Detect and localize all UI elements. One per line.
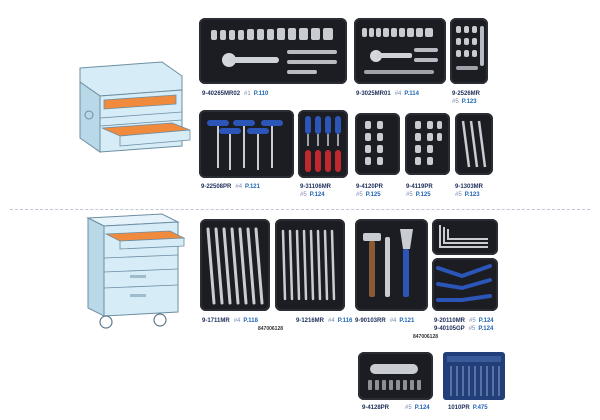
tray-hex-keys: [432, 219, 498, 255]
tray-combination-wrenches-2: [275, 219, 345, 311]
item-code: 9-4119PR: [406, 184, 433, 190]
tool-roll-pouch: [443, 352, 505, 400]
tray-hammer-pliers: [355, 219, 428, 311]
item-code: 9-1303MR: [455, 184, 484, 190]
tray-bit-socket-set-2: [405, 113, 450, 175]
tray-combination-wrenches: [200, 219, 270, 311]
section-divider: [10, 209, 590, 210]
tray-bit-driver: [358, 352, 433, 400]
tray-t-handle-hex-keys: [199, 110, 294, 178]
tray-bit-socket-set-1: [355, 113, 400, 175]
barcode-number: 847006128: [413, 334, 439, 340]
tray-wrench-set-small: [455, 113, 493, 175]
item-code: 9-2526MR: [452, 91, 481, 97]
tray-socket-set-large: [199, 18, 347, 84]
tray-socket-set-small: [450, 18, 488, 84]
barcode-number: 847006128: [258, 326, 284, 332]
item-code: 9-4120PR: [356, 184, 384, 190]
tool-chest-illustration: [72, 60, 192, 160]
tray-screwdrivers: [298, 110, 348, 178]
roller-cabinet-illustration: [82, 212, 187, 332]
item-code: 9-31106MR: [300, 184, 332, 190]
tray-pliers: [432, 258, 498, 311]
tray-socket-set-medium: [354, 18, 446, 84]
